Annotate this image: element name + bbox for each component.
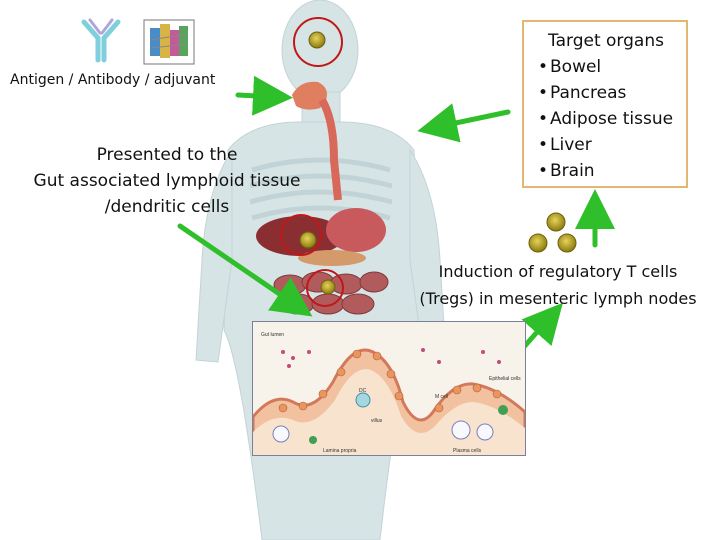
brain-highlight xyxy=(293,17,343,67)
target-item-label: Liver xyxy=(550,135,592,155)
antibody-icon xyxy=(81,18,121,63)
epithelial-cells xyxy=(278,349,502,413)
inset-label-m-cell: M cell xyxy=(435,394,448,400)
presented-line-3: /dendritic cells xyxy=(104,197,230,217)
bullet: • xyxy=(538,109,549,129)
target-item-bowel: •Bowel xyxy=(532,54,680,80)
target-item-adipose-tissue: •Adipose tissue xyxy=(532,106,680,132)
presented-line-1: Presented to the xyxy=(96,145,238,165)
stomach xyxy=(326,208,386,252)
inset-label-lamina-propria: Lamina propria xyxy=(323,448,357,454)
liver-highlight xyxy=(280,214,322,256)
gut-mucosa-inset: Gut lumen Lamina propria Plasma cells vi… xyxy=(252,321,526,456)
inset-label-villus: villus xyxy=(371,418,383,424)
gut-mucosa-illustration: Gut lumen Lamina propria Plasma cells vi… xyxy=(253,322,525,455)
target-item-label: Adipose tissue xyxy=(550,109,674,129)
liver xyxy=(256,216,344,256)
inset-label-gut-lumen: Gut lumen xyxy=(261,332,284,338)
target-item-label: Bowel xyxy=(550,57,602,77)
presented-to-galt-label: Presented to the Gut associated lymphoid… xyxy=(6,142,328,220)
arrow-targets-to-body xyxy=(417,103,511,143)
esophagus xyxy=(318,97,342,201)
target-item-liver: •Liver xyxy=(532,132,680,158)
protein-structure-icon xyxy=(143,19,195,65)
treg-line-1: Induction of regulatory T cells xyxy=(438,262,678,281)
target-item-label: Brain xyxy=(550,161,595,181)
target-item-label: Pancreas xyxy=(550,83,627,103)
arrow-antigen-to-pharynx xyxy=(235,75,293,116)
flow-arrows xyxy=(177,75,615,351)
luminal-particles xyxy=(281,348,501,368)
inset-label-epithelial-cells: Epithelial cells xyxy=(489,376,521,382)
antigen-antibody-adjuvant-label: Antigen / Antibody / adjuvant xyxy=(10,72,216,88)
bullet: • xyxy=(538,135,549,155)
treg-line-2: (Tregs) in mesenteric lymph nodes xyxy=(419,289,697,308)
target-item-pancreas: •Pancreas xyxy=(532,80,680,106)
bullet: • xyxy=(538,161,549,181)
presented-line-2: Gut associated lymphoid tissue xyxy=(33,171,301,191)
gut-highlight xyxy=(306,269,344,307)
arrow-lymph-to-treg xyxy=(520,302,563,351)
pancreas xyxy=(298,250,366,266)
bullet: • xyxy=(538,83,549,103)
treg-induction-label: Induction of regulatory T cells (Tregs) … xyxy=(398,258,718,312)
arrow-to-gut-tissue xyxy=(177,223,313,317)
target-organs-box: Target organs •Bowel •Pancreas •Adipose … xyxy=(522,20,688,188)
inset-label-plasma-cells: Plasma cells xyxy=(453,448,482,454)
treg-cells xyxy=(528,212,577,253)
pharynx xyxy=(292,81,327,110)
bullet: • xyxy=(538,57,549,77)
inset-label-dc: DC xyxy=(359,388,367,394)
immune-cells xyxy=(272,392,508,444)
target-organs-title: Target organs xyxy=(548,31,664,51)
target-item-brain: •Brain xyxy=(532,158,680,184)
